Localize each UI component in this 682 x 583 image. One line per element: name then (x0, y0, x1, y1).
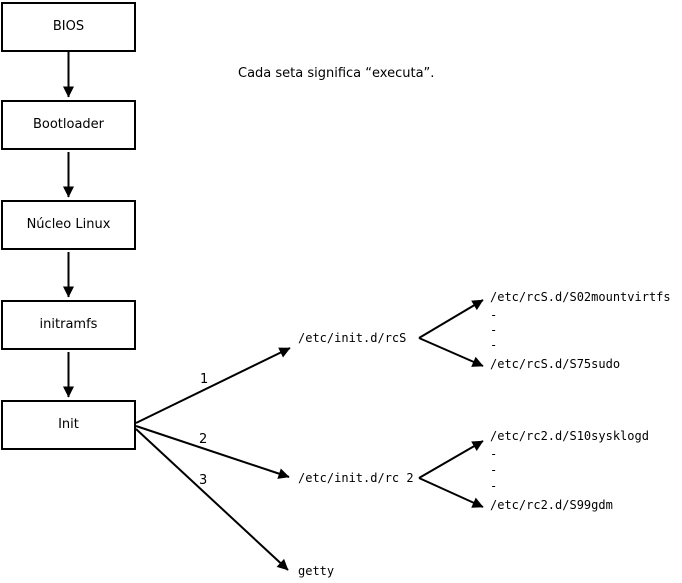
branch-3-number: 3 (199, 473, 208, 488)
node-init: Init (1, 400, 136, 450)
arrow-init-rcs (135, 347, 291, 424)
arrow-rc2-last-script (418, 477, 484, 508)
node-bootloader: Bootloader (1, 100, 136, 150)
rc2-last-script-path: /etc/rc2.d/S99gdm (490, 498, 613, 512)
branch-2-number: 2 (199, 432, 208, 447)
arrow-rcs-first-script (418, 299, 484, 339)
node-bios: BIOS (1, 2, 136, 52)
arrow-rcs-last-script (418, 337, 484, 367)
arrow-init-rc2 (135, 425, 290, 479)
branch-1-number: 1 (200, 372, 209, 387)
node-initramfs: initramfs (1, 300, 136, 350)
arrow-rc2-first-script (418, 440, 484, 479)
rc2-ellipsis-dash: - (490, 447, 498, 461)
rcs-ellipsis-dash: - (490, 308, 498, 322)
rcs-ellipsis-dash: - (490, 338, 498, 352)
rcs-first-script-path: /etc/rcS.d/S02mountvirtfs (490, 290, 671, 304)
rc2-ellipsis-dash: - (490, 479, 498, 493)
rc2-first-script-path: /etc/rc2.d/S10sysklogd (490, 429, 649, 443)
branch-1-target-path: /etc/init.d/rcS (298, 331, 407, 345)
rcs-ellipsis-dash: - (490, 323, 498, 337)
legend-note: Cada seta significa “executa”. (238, 66, 435, 81)
branch-3-target-path: getty (298, 564, 335, 578)
rc2-ellipsis-dash: - (490, 463, 498, 477)
arrow-init-getty (135, 428, 289, 571)
rcs-last-script-path: /etc/rcS.d/S75sudo (490, 357, 621, 371)
branch-2-target-path: /etc/init.d/rc 2 (298, 471, 414, 485)
node-kernel: Núcleo Linux (1, 200, 136, 250)
